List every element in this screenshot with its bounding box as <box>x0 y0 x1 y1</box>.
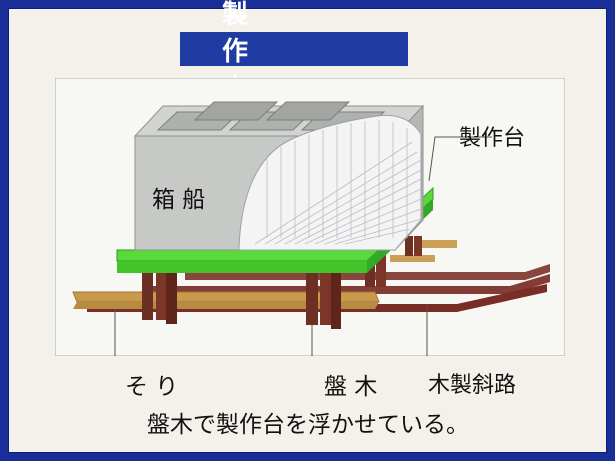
bed-timber-label: 盤 木 <box>324 374 378 400</box>
sled-label: そ り <box>125 374 179 400</box>
box-caisson <box>133 101 425 252</box>
caption: 盤木で製作台を浮かせている。 <box>147 412 469 438</box>
fabrication-diagram <box>55 78 565 356</box>
title-banner: 製 作 中 <box>180 0 408 104</box>
wooden-slope-label: 木製斜路 <box>428 373 517 398</box>
box-caisson-label: 箱 船 <box>152 187 206 213</box>
fabrication-platform-label: 製作台 <box>459 126 526 151</box>
leader-lines <box>114 136 492 356</box>
bed-timbers <box>142 236 422 329</box>
